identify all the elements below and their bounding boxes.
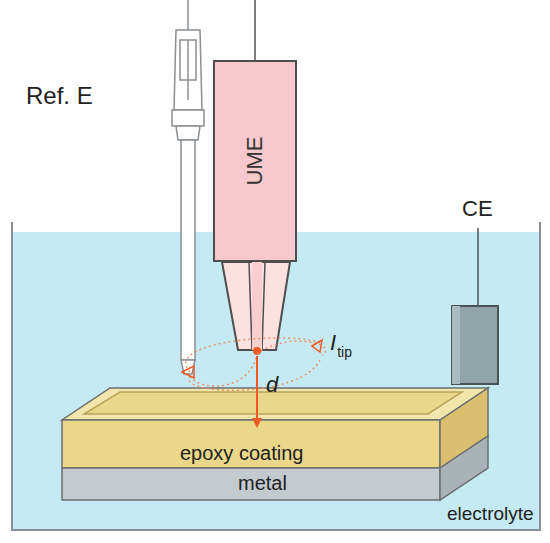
ce-highlight <box>452 306 460 384</box>
electrode-label: Ref. E <box>26 82 93 110</box>
counter-electrode <box>452 306 498 384</box>
current-marker <box>312 340 322 352</box>
current-subscript: tip <box>337 344 352 360</box>
electrolyte-fill <box>12 232 540 530</box>
sample-slab <box>62 388 488 500</box>
ume-tip <box>222 262 290 355</box>
electrode-label: CE <box>462 196 493 222</box>
ume-label: UME <box>242 137 268 186</box>
medium-label: electrolyte <box>447 503 534 525</box>
ce-wire <box>477 228 479 306</box>
layer-label: epoxy coating <box>180 442 303 465</box>
ume-wire <box>254 0 256 62</box>
ume-body: UME <box>213 60 297 262</box>
current-marker <box>182 366 194 378</box>
epoxy-layer: epoxy coating <box>62 420 440 468</box>
reference-electrode <box>172 0 204 374</box>
current-path <box>186 338 326 390</box>
metal-layer: metal <box>62 468 440 500</box>
distance-arrow <box>256 356 258 426</box>
layer-label: metal <box>238 472 287 495</box>
beaker <box>12 222 540 530</box>
current-symbol: I <box>330 330 336 356</box>
distance-label: d <box>266 372 278 398</box>
